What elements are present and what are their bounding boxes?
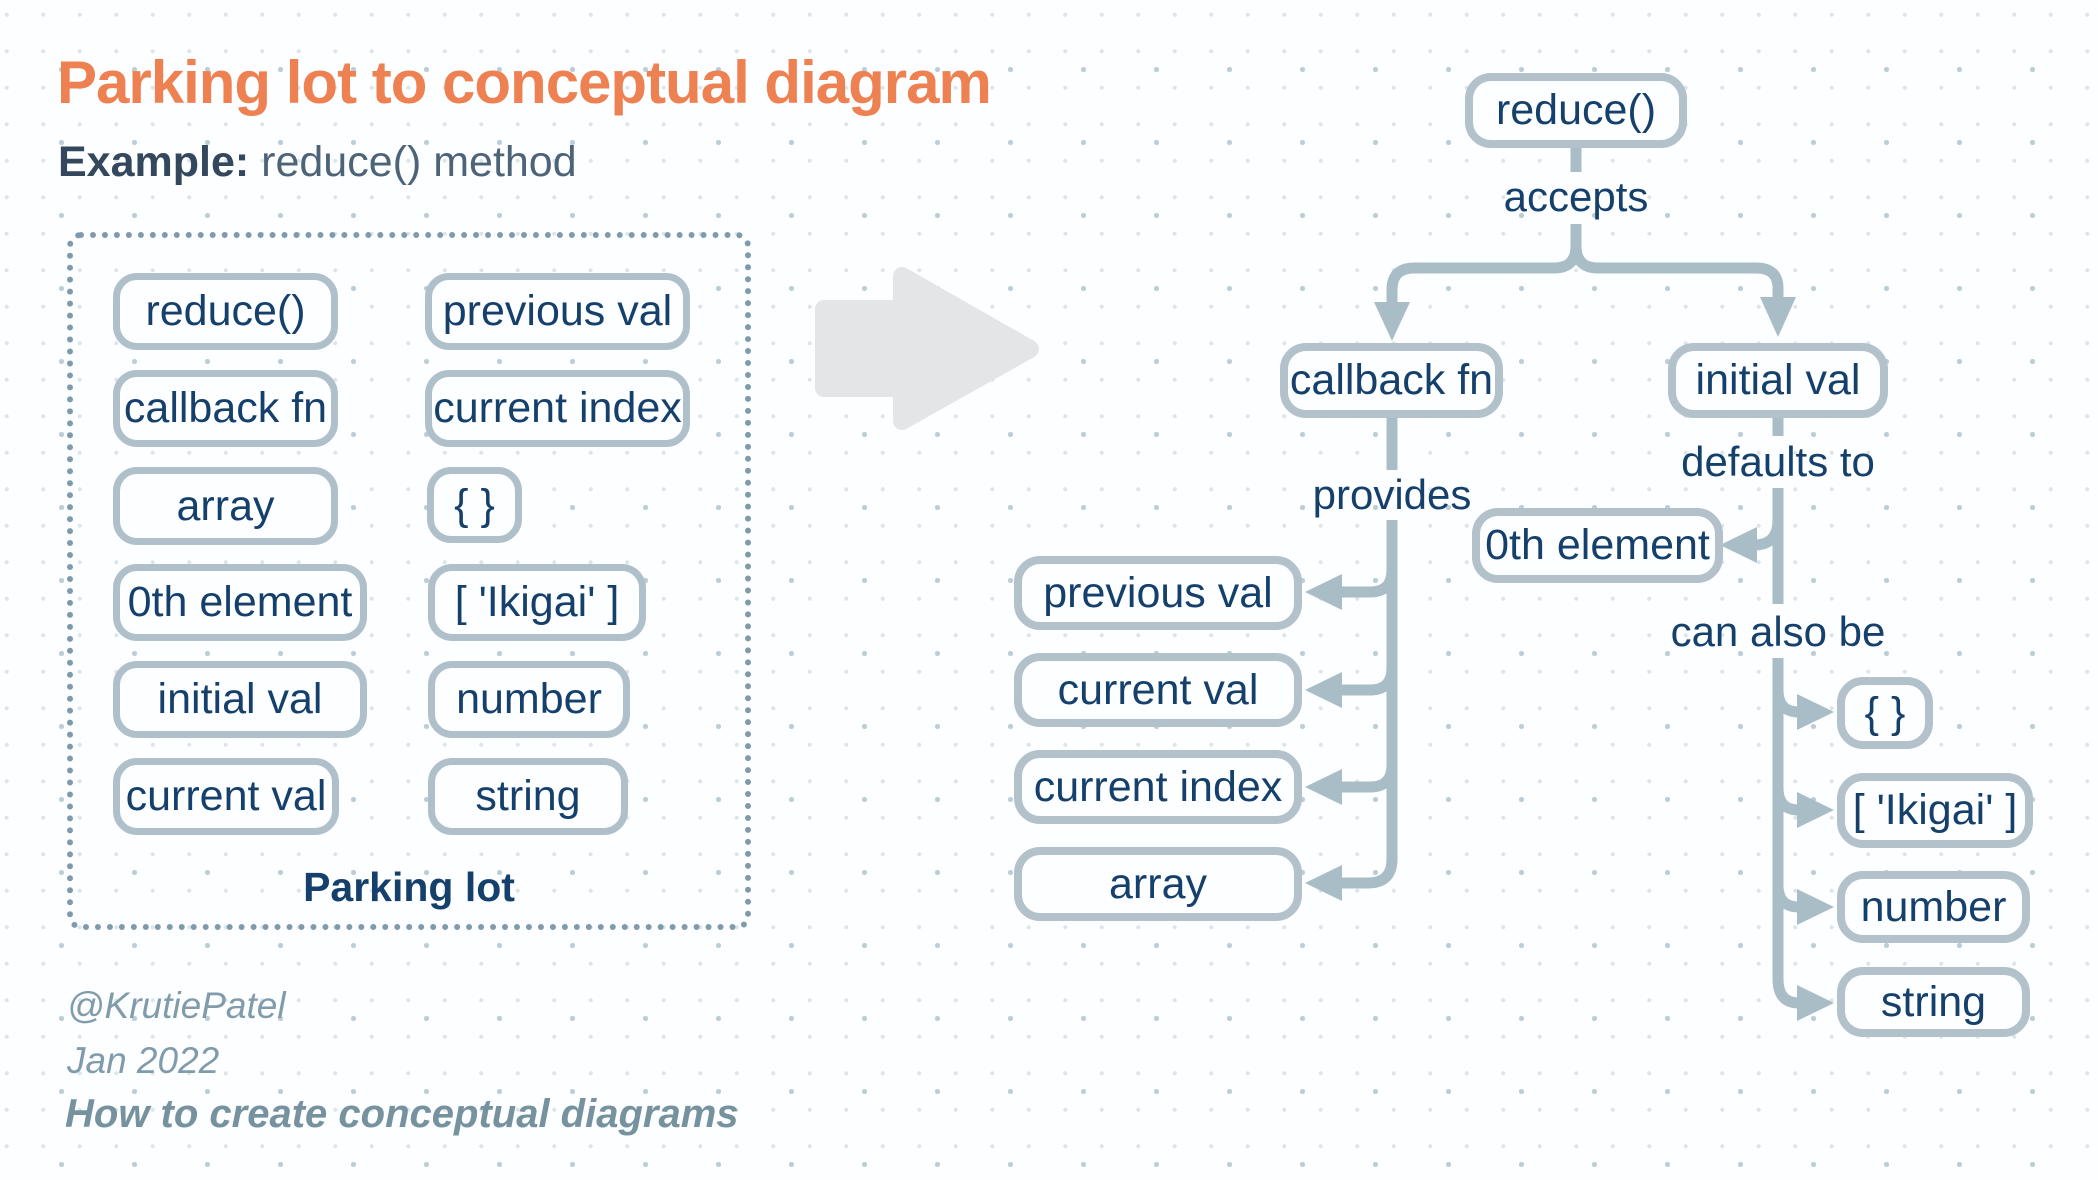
- connector-initial-trunk-bottom: [1772, 658, 1800, 1009]
- parking-item-callback-fn: callback fn: [113, 370, 338, 447]
- connector-branch-previous-val: [1342, 569, 1398, 598]
- arrowhead-left-current-index: [1305, 769, 1342, 805]
- parking-lot-container: [67, 232, 751, 930]
- parking-item-number: number: [428, 661, 630, 738]
- edge-label-accepts: accepts: [1503, 173, 1649, 220]
- node-array: array: [1014, 847, 1302, 921]
- node-number: number: [1837, 871, 2030, 943]
- edge-label-provides: provides: [1312, 471, 1472, 518]
- node-reduce: reduce(): [1465, 73, 1687, 148]
- arrowhead-right-ikigai: [1797, 792, 1834, 828]
- edge-label-defaults-to: defaults to: [1681, 438, 1875, 485]
- node-current-val: current val: [1014, 653, 1302, 727]
- connector-branch-number: [1772, 884, 1800, 913]
- arrowhead-left-current-val: [1305, 672, 1342, 708]
- node-previous-val: previous val: [1014, 556, 1302, 630]
- parking-item-zeroth-element: 0th element: [113, 564, 367, 641]
- author-handle: @KrutiePatel: [67, 985, 286, 1026]
- arrowhead-right-number: [1797, 889, 1834, 925]
- arrowhead-left-previous-val: [1305, 574, 1342, 610]
- example-value: reduce() method: [249, 138, 577, 186]
- parking-item-array: array: [113, 467, 338, 545]
- connector-branch-current-val: [1342, 667, 1398, 696]
- arrowhead-down-callback: [1374, 302, 1410, 341]
- connector-accepts-left: [1386, 224, 1582, 304]
- connector-callback-trunk: [1342, 520, 1398, 889]
- node-string: string: [1837, 967, 2030, 1037]
- arrowhead-right-object: [1797, 694, 1834, 730]
- parking-item-reduce: reduce(): [113, 273, 338, 350]
- node-zeroth-element: 0th element: [1472, 508, 1723, 583]
- node-object-literal: { }: [1837, 677, 1933, 749]
- connector-branch-ikigai: [1772, 787, 1800, 816]
- arrowhead-left-array: [1305, 865, 1342, 901]
- parking-item-previous-val: previous val: [425, 273, 690, 350]
- date-label: Jan 2022: [67, 1040, 220, 1081]
- parking-item-string: string: [428, 758, 628, 835]
- parking-item-current-val: current val: [113, 758, 339, 835]
- parking-item-ikigai-array: [ 'Ikigai' ]: [428, 564, 646, 641]
- node-ikigai-array: [ 'Ikigai' ]: [1837, 773, 2033, 848]
- parking-item-current-index: current index: [425, 370, 690, 447]
- parking-lot-label: Parking lot: [303, 864, 515, 910]
- arrowhead-down-initial: [1760, 297, 1796, 337]
- big-right-arrow-icon: [815, 267, 1039, 430]
- arrowhead-left-zeroth: [1720, 527, 1757, 563]
- page-title: Parking lot to conceptual diagram: [57, 49, 992, 116]
- node-callback-fn: callback fn: [1280, 343, 1503, 418]
- parking-item-initial-val: initial val: [113, 661, 367, 738]
- caption-text: How to create conceptual diagrams: [65, 1092, 739, 1136]
- edge-label-can-also-be: can also be: [1670, 608, 1886, 655]
- subtitle: Example: reduce() method: [58, 138, 577, 187]
- connector-accepts-right: [1570, 224, 1784, 298]
- connector-branch-current-index: [1342, 764, 1398, 793]
- connector-branch-object: [1772, 689, 1800, 718]
- connector-branch-zeroth: [1753, 519, 1784, 551]
- example-label: Example:: [58, 138, 250, 186]
- node-current-index: current index: [1014, 750, 1302, 824]
- arrowhead-right-string: [1797, 985, 1834, 1021]
- parking-item-object-literal: { }: [427, 467, 522, 543]
- node-initial-val: initial val: [1668, 343, 1888, 418]
